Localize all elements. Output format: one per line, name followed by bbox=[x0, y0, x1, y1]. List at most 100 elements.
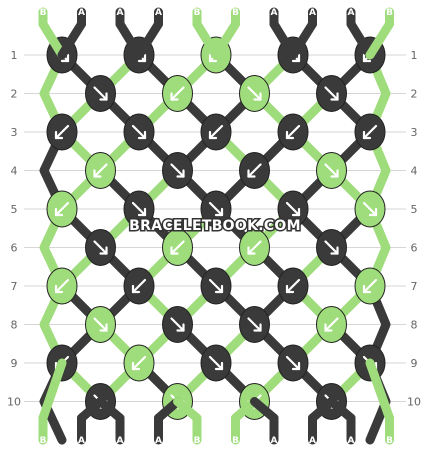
arrow-down-right-icon bbox=[247, 317, 262, 332]
row-label-left: 3 bbox=[11, 126, 18, 139]
top-strand-label: A bbox=[117, 8, 124, 18]
top-strand-label: B bbox=[40, 8, 47, 18]
top-strand-label: B bbox=[232, 8, 239, 18]
knot-9-3 bbox=[200, 344, 232, 382]
row-label-left: 7 bbox=[11, 280, 18, 293]
top-strand-link bbox=[211, 19, 240, 60]
arrow-down-left-icon bbox=[131, 278, 147, 294]
row-label-right: 9 bbox=[411, 357, 418, 370]
bottom-strand-label: A bbox=[271, 436, 278, 446]
arrow-down-left-icon bbox=[131, 355, 147, 371]
arrow-down-left-icon bbox=[362, 278, 378, 294]
arrow-down-right-icon bbox=[93, 317, 108, 332]
arrow-down-right-icon bbox=[170, 317, 185, 332]
arrow-down-right-icon bbox=[208, 201, 224, 217]
knot-5-3 bbox=[200, 190, 232, 228]
top-strand-link bbox=[38, 19, 67, 60]
row-label-left: 4 bbox=[11, 165, 18, 178]
top-strand-link bbox=[346, 19, 375, 60]
row-label-left: 6 bbox=[11, 242, 18, 255]
knot-7-4 bbox=[277, 267, 309, 305]
top-strand-link bbox=[269, 19, 298, 60]
knot-2-1 bbox=[85, 75, 116, 112]
knot-8-4 bbox=[316, 306, 347, 343]
bottom-strand-label: B bbox=[386, 436, 393, 446]
row-label-right: 3 bbox=[411, 126, 418, 139]
row-label-left: 2 bbox=[11, 88, 18, 101]
arrow-down-right-icon bbox=[324, 240, 339, 255]
arrow-down-right-icon bbox=[131, 124, 147, 140]
top-strand-label: A bbox=[271, 8, 278, 18]
top-strand-label: B bbox=[386, 8, 393, 18]
knot-5-5 bbox=[354, 190, 386, 228]
knot-6-1 bbox=[85, 229, 116, 266]
top-strand-link bbox=[365, 19, 394, 60]
bottom-strand-label: B bbox=[232, 436, 239, 446]
knot-9-2 bbox=[123, 344, 155, 382]
arrow-down-right-icon bbox=[208, 355, 224, 371]
knot-4-2 bbox=[162, 152, 193, 189]
row-label-left: 9 bbox=[11, 357, 18, 370]
bottom-strand-label: A bbox=[348, 436, 355, 446]
knot-8-3 bbox=[239, 306, 270, 343]
knot-5-1 bbox=[46, 190, 78, 228]
bottom-strand-label: A bbox=[78, 436, 85, 446]
row-label-right: 10 bbox=[407, 396, 421, 409]
top-strand-link bbox=[288, 19, 317, 60]
row-label-left: 10 bbox=[7, 396, 21, 409]
knot-4-3 bbox=[239, 152, 270, 189]
bottom-strand-link bbox=[365, 358, 394, 423]
row-label-left: 8 bbox=[11, 319, 18, 332]
row-label-right: 2 bbox=[411, 88, 418, 101]
row-label-left: 5 bbox=[11, 203, 18, 216]
bottom-strand-label: B bbox=[194, 436, 201, 446]
bottom-strand-label: A bbox=[117, 436, 124, 446]
knot-6-2 bbox=[162, 229, 193, 266]
arrow-down-right-icon bbox=[324, 163, 339, 178]
knots bbox=[46, 36, 386, 420]
knot-5-2 bbox=[123, 190, 155, 228]
arrow-down-left-icon bbox=[54, 124, 70, 140]
arrow-down-left-icon bbox=[170, 240, 185, 255]
arrow-down-left-icon bbox=[247, 240, 262, 255]
top-strand-label: A bbox=[78, 8, 85, 18]
top-strand-link bbox=[57, 19, 86, 60]
knot-8-1 bbox=[85, 306, 116, 343]
arrow-down-left-icon bbox=[285, 124, 301, 140]
arrow-down-right-icon bbox=[131, 201, 147, 217]
arrow-down-left-icon bbox=[285, 278, 301, 294]
arrow-down-right-icon bbox=[324, 86, 339, 101]
arrow-down-right-icon bbox=[247, 86, 262, 101]
arrow-down-right-icon bbox=[285, 355, 301, 371]
knot-2-4 bbox=[316, 75, 347, 112]
top-strand-label: A bbox=[309, 8, 316, 18]
arrow-down-right-icon bbox=[285, 201, 301, 217]
knot-3-3 bbox=[200, 113, 232, 151]
knot-3-2 bbox=[123, 113, 155, 151]
row-label-right: 7 bbox=[411, 280, 418, 293]
top-strand-link bbox=[115, 19, 144, 60]
row-label-right: 4 bbox=[411, 165, 418, 178]
row-label-right: 5 bbox=[411, 203, 418, 216]
bottom-strand-link bbox=[38, 358, 67, 423]
arrow-down-right-icon bbox=[208, 278, 224, 294]
arrow-down-left-icon bbox=[208, 124, 224, 140]
knot-7-5 bbox=[354, 267, 386, 305]
knot-7-3 bbox=[200, 267, 232, 305]
knot-3-4 bbox=[277, 113, 309, 151]
arrow-down-right-icon bbox=[170, 163, 185, 178]
knot-4-4 bbox=[316, 152, 347, 189]
bottom-strand-label: A bbox=[309, 436, 316, 446]
top-strand-link bbox=[134, 19, 163, 60]
arrow-down-left-icon bbox=[362, 124, 378, 140]
arrow-down-left-icon bbox=[93, 163, 108, 178]
top-strand-label: A bbox=[155, 8, 162, 18]
row-label-right: 6 bbox=[411, 242, 418, 255]
arrow-down-left-icon bbox=[54, 201, 70, 217]
arrow-down-right-icon bbox=[93, 86, 108, 101]
knot-4-1 bbox=[85, 152, 116, 189]
